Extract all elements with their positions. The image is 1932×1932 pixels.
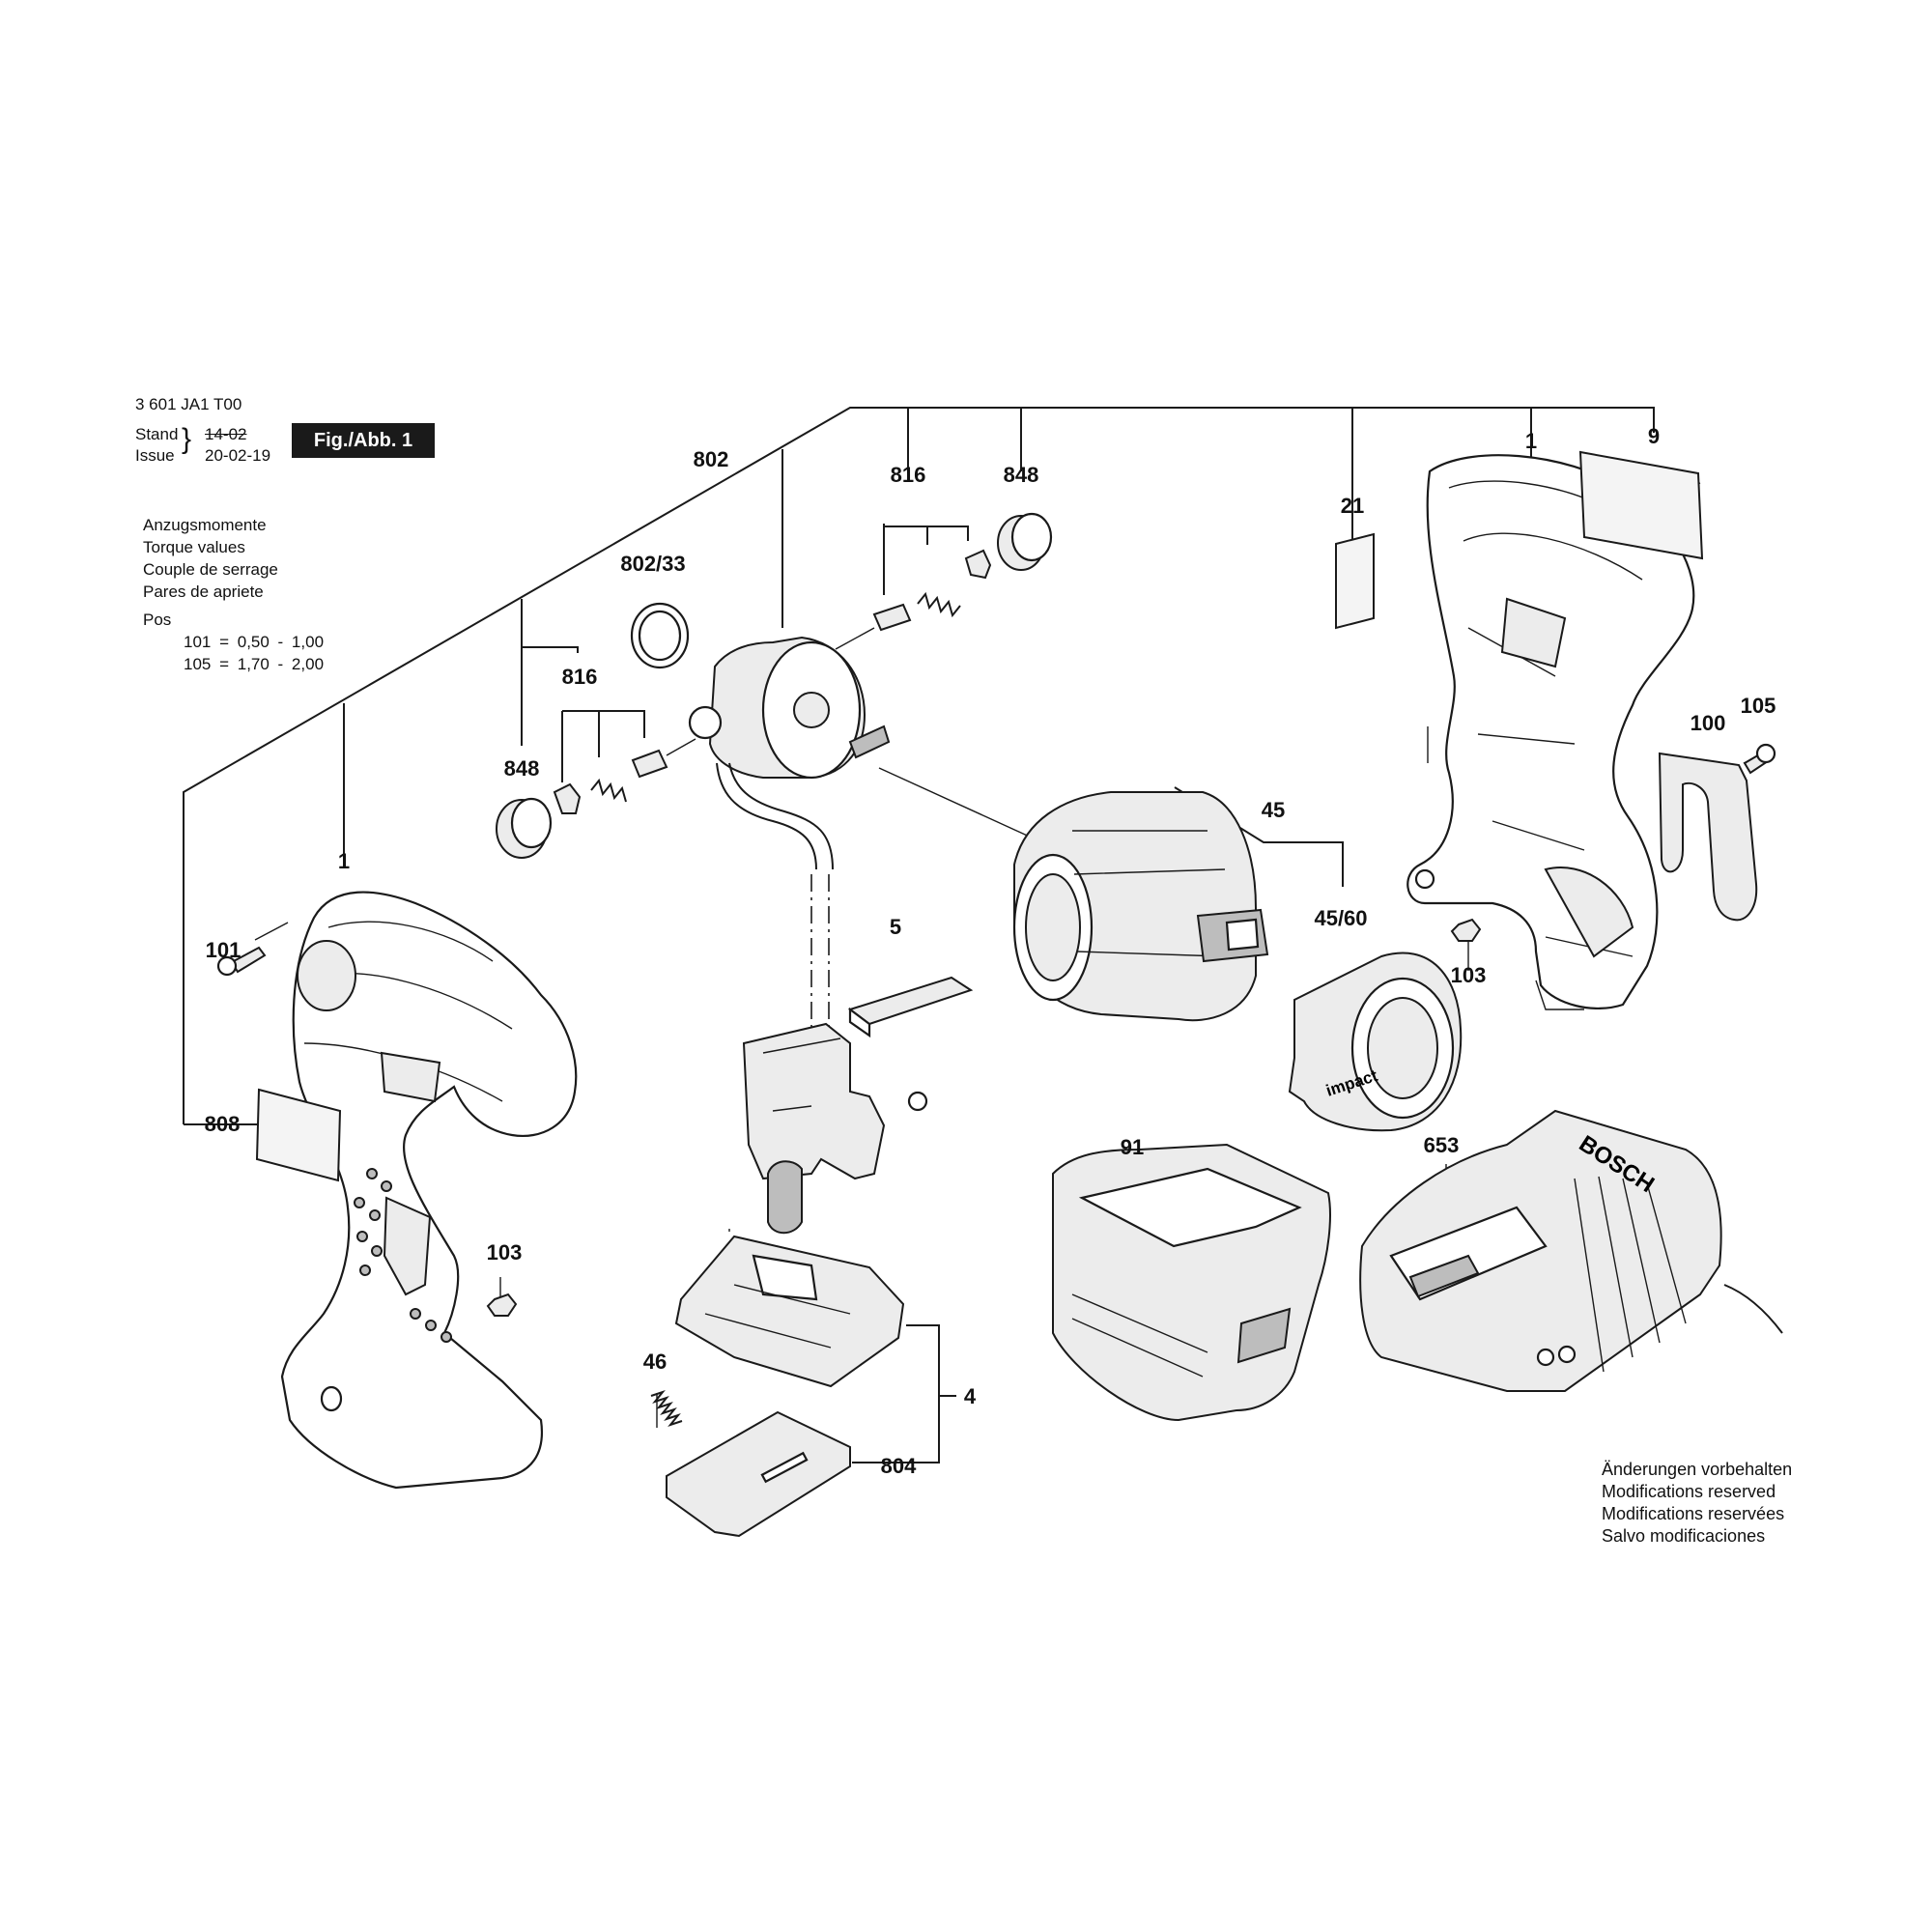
housing-half-left xyxy=(280,891,578,1490)
stand-label: Stand xyxy=(135,425,179,443)
grip-dot-pattern xyxy=(354,1168,452,1343)
callout-4: 4 xyxy=(963,1384,977,1408)
callout-103-left: 103 xyxy=(486,1240,523,1264)
callout-100: 100 xyxy=(1690,711,1726,735)
electronics-module-4 xyxy=(674,1235,905,1388)
callout-848-top: 848 xyxy=(1003,463,1039,487)
nut-103-left xyxy=(486,1293,518,1317)
note-line-en: Modifications reserved xyxy=(1602,1482,1776,1501)
torque-pos-label: Pos xyxy=(143,611,172,629)
torque-line-fr: Couple de serrage xyxy=(143,560,278,579)
cover-plate-804 xyxy=(666,1410,851,1538)
torque-row-101: 101 = 0,50 - 1,00 xyxy=(184,633,325,651)
callout-9: 9 xyxy=(1647,424,1661,448)
motor-802 xyxy=(688,636,891,870)
brace-glyph: } xyxy=(182,423,192,455)
bearing-848-left xyxy=(496,797,553,859)
callout-804: 804 xyxy=(880,1454,917,1478)
label-card-9 xyxy=(1578,450,1704,560)
callout-808: 808 xyxy=(204,1112,241,1136)
charger-653: BOSCH xyxy=(1359,1109,1783,1392)
note-line-de: Änderungen vorbehalten xyxy=(1602,1460,1793,1479)
torque-row-105: 105 = 1,70 - 2,00 xyxy=(184,655,325,673)
callout-21: 21 xyxy=(1340,494,1365,518)
switch-assembly xyxy=(742,1022,928,1235)
callout-816-left: 816 xyxy=(561,665,598,689)
battery-pack-91 xyxy=(1052,1143,1331,1422)
issue-label: Issue xyxy=(135,446,175,465)
callout-101: 101 xyxy=(205,938,242,962)
callout-45-60: 45/60 xyxy=(1314,906,1368,930)
carbon-brush-top xyxy=(872,549,992,632)
callout-653: 653 xyxy=(1423,1133,1460,1157)
figure-badge: Fig./Abb. 1 xyxy=(292,423,435,458)
torque-line-de: Anzugsmomente xyxy=(143,516,267,534)
leader-lines xyxy=(183,407,1759,1463)
carbon-brush-left xyxy=(553,749,668,814)
callout-816-top: 816 xyxy=(890,463,926,487)
protective-cap-45-60: impact xyxy=(1288,952,1463,1132)
callout-848-left: 848 xyxy=(503,756,540,781)
contact-plate-5 xyxy=(847,976,974,1038)
callout-45: 45 xyxy=(1261,798,1286,822)
callout-1-left: 1 xyxy=(337,849,351,873)
screw-105 xyxy=(1743,743,1776,775)
document-number: 3 601 JA1 T00 xyxy=(135,395,242,413)
callout-46: 46 xyxy=(642,1350,668,1374)
stand-date: 14-02 xyxy=(205,425,247,443)
label-card-808 xyxy=(255,1088,342,1182)
callout-1-right: 1 xyxy=(1524,429,1538,453)
note-line-fr: Modifications reservées xyxy=(1602,1504,1785,1523)
callout-91: 91 xyxy=(1120,1135,1145,1159)
housing-half-right xyxy=(1406,454,1695,1010)
o-ring-802-33 xyxy=(630,602,690,669)
callout-103-right: 103 xyxy=(1450,963,1487,987)
label-card-21 xyxy=(1335,532,1375,630)
callout-105: 105 xyxy=(1740,694,1776,718)
screw-101 xyxy=(216,946,267,977)
nut-103-right xyxy=(1450,918,1482,942)
gear-housing-45 xyxy=(1012,791,1269,1022)
spring-46 xyxy=(650,1389,683,1428)
callout-802: 802 xyxy=(693,447,729,471)
torque-line-en: Torque values xyxy=(143,538,245,556)
belt-clip-100 xyxy=(1658,752,1758,922)
note-line-es: Salvo modificaciones xyxy=(1602,1526,1766,1546)
issue-date: 20-02-19 xyxy=(205,446,271,465)
bearing-848-top xyxy=(997,512,1053,571)
callout-5: 5 xyxy=(889,915,902,939)
torque-line-es: Pares de apriete xyxy=(143,582,264,601)
callout-802-33: 802/33 xyxy=(620,552,686,576)
